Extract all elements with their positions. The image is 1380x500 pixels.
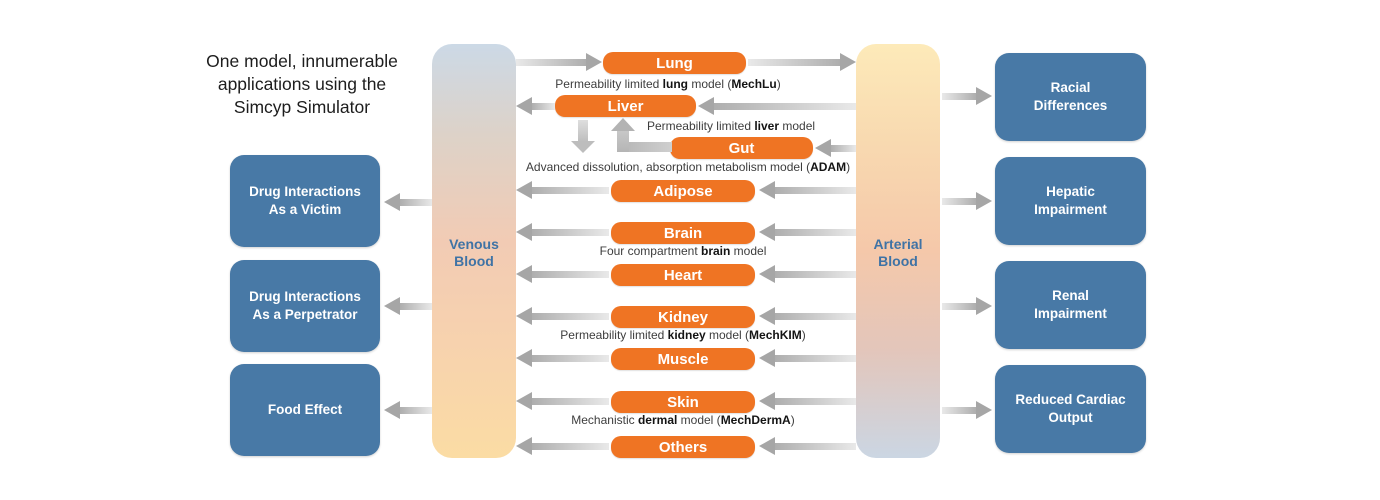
organ-label: Muscle: [657, 350, 709, 368]
organ-label: Adipose: [653, 182, 713, 200]
flow-arrow-arterial-to-kidney: [759, 307, 856, 325]
flow-arrow-arterial-to-racial: [942, 87, 992, 105]
flow-arrow-gut-to-liver-horizontal: [620, 142, 672, 152]
flow-arrow-muscle-to-venous: [516, 349, 609, 367]
application-box-drug-interactions-victim: Drug Interactions As a Victim: [230, 155, 380, 247]
organ-box-heart: Heart: [611, 264, 755, 286]
application-box-hepatic-impairment: Hepatic Impairment: [995, 157, 1146, 245]
organ-caption-lung: Permeability limited lung model (MechLu): [555, 77, 781, 91]
organ-box-adipose: Adipose: [611, 180, 755, 202]
organ-box-lung: Lung: [603, 52, 746, 74]
flow-arrow-arterial-to-hepatic: [942, 192, 992, 210]
venous-blood-column: Venous Blood: [432, 44, 516, 458]
flow-arrow-arterial-to-muscle: [759, 349, 856, 367]
organ-caption-skin: Mechanistic dermal model (MechDermA): [571, 413, 795, 427]
organ-label: Gut: [728, 139, 755, 157]
flow-arrow-venous-to-victim: [384, 193, 432, 211]
organ-label: Others: [658, 438, 708, 456]
organ-label: Lung: [656, 54, 693, 72]
flow-arrow-arterial-to-renal: [942, 297, 992, 315]
application-label: Racial: [1050, 80, 1091, 95]
application-box-reduced-cardiac-output: Reduced Cardiac Output: [995, 365, 1146, 453]
flow-arrow-liver-down-shaft: [578, 120, 588, 142]
application-label: Food Effect: [267, 402, 343, 417]
flow-arrow-arterial-to-gut: [815, 139, 856, 157]
flow-arrow-others-to-venous: [516, 437, 609, 455]
title-line: Simcyp Simulator: [233, 97, 371, 117]
title-line: One model, innumerable: [206, 51, 398, 71]
flow-arrow-liver-down-head: [571, 141, 595, 153]
organ-label: Liver: [607, 97, 644, 115]
arterial-blood-column: Arterial Blood: [856, 44, 940, 458]
flow-arrow-lung-to-arterial: [748, 53, 856, 71]
application-label: As a Perpetrator: [252, 307, 358, 322]
organ-caption-liver: Permeability limited liver model: [646, 119, 816, 133]
flow-arrow-arterial-to-liver: [698, 97, 856, 115]
flow-arrow-arterial-to-brain: [759, 223, 856, 241]
organ-box-skin: Skin: [611, 391, 755, 413]
application-label: Drug Interactions: [249, 289, 361, 304]
application-box-drug-interactions-perpetrator: Drug Interactions As a Perpetrator: [230, 260, 380, 352]
flow-arrow-arterial-to-others: [759, 437, 856, 455]
arterial-blood-label: Arterial Blood: [873, 236, 923, 269]
flow-arrow-adipose-to-venous: [516, 181, 609, 199]
organ-box-brain: Brain: [611, 222, 755, 244]
application-box-racial-differences: Racial Differences: [995, 53, 1146, 141]
organ-box-liver: Liver: [555, 95, 696, 117]
flow-arrow-arterial-to-heart: [759, 265, 856, 283]
application-label: Hepatic: [1046, 184, 1095, 199]
flow-arrow-venous-to-food-effect: [384, 401, 432, 419]
flow-arrow-kidney-to-venous: [516, 307, 609, 325]
organ-caption-gut: Advanced dissolution, absorption metabol…: [525, 160, 851, 174]
flow-arrow-arterial-to-adipose: [759, 181, 856, 199]
application-box-renal-impairment: Renal Impairment: [995, 261, 1146, 349]
organ-box-kidney: Kidney: [611, 306, 755, 328]
organ-label: Skin: [667, 393, 699, 411]
venous-blood-label: Venous Blood: [449, 236, 499, 269]
flow-arrow-heart-to-venous: [516, 265, 609, 283]
flow-arrow-skin-to-venous: [516, 392, 609, 410]
flow-arrow-gut-to-liver-vertical: [617, 130, 629, 152]
application-label: As a Victim: [268, 202, 342, 217]
page-title: One model, innumerable applications usin…: [178, 50, 426, 119]
flow-arrow-gut-to-liver-head: [611, 118, 635, 131]
organ-label: Kidney: [657, 308, 708, 326]
organ-caption-kidney: Permeability limited kidney model (MechK…: [560, 328, 806, 342]
application-label: Reduced Cardiac: [1015, 392, 1126, 407]
flow-arrow-arterial-to-skin: [759, 392, 856, 410]
organ-caption-brain: Four compartment brain model: [599, 244, 767, 258]
organ-box-gut: Gut: [670, 137, 813, 159]
organ-box-muscle: Muscle: [611, 348, 755, 370]
organ-label: Heart: [663, 266, 703, 284]
application-label: Impairment: [1034, 306, 1107, 321]
flow-arrow-venous-to-lung: [516, 53, 602, 71]
application-label: Output: [1048, 410, 1093, 425]
organ-label: Brain: [663, 224, 703, 242]
flow-arrow-venous-to-perpetrator: [384, 297, 432, 315]
application-label: Impairment: [1034, 202, 1107, 217]
flow-arrow-arterial-to-cardiac: [942, 401, 992, 419]
application-label: Drug Interactions: [249, 184, 361, 199]
application-box-food-effect: Food Effect: [230, 364, 380, 456]
title-line: applications using the: [217, 74, 387, 94]
flow-arrow-brain-to-venous: [516, 223, 609, 241]
organ-box-others: Others: [611, 436, 755, 458]
application-label: Differences: [1033, 98, 1108, 113]
flow-arrow-liver-to-venous: [516, 97, 555, 115]
application-label: Renal: [1052, 288, 1089, 303]
